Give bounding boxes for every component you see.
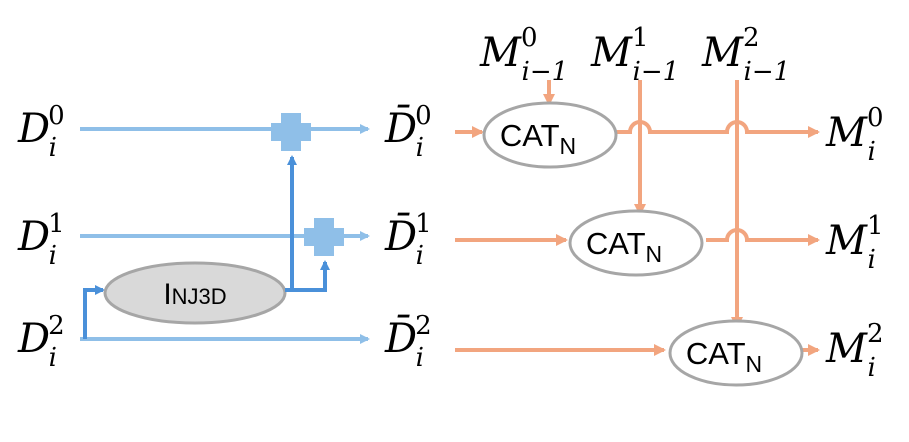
cat-node-1 <box>568 209 704 277</box>
cat-node-1-label: CATN <box>586 226 662 267</box>
d2-to-inject-arrow <box>83 285 105 339</box>
inject-node-label: INJ3D <box>163 278 226 311</box>
cat0-output-arrow <box>612 120 820 138</box>
cat-node-2-label: CATN <box>686 336 762 377</box>
plus-node-1 <box>304 218 344 256</box>
cat-node-0 <box>482 101 618 169</box>
plus-node-0 <box>271 113 311 151</box>
inject-node <box>103 261 287 325</box>
inject-to-plus0-arrow <box>285 155 297 292</box>
cat-node-2 <box>668 319 804 387</box>
cat-node-0-label: CATN <box>500 118 576 159</box>
inject-to-plus1-arrow <box>292 260 330 292</box>
cat1-output-arrow <box>706 228 820 246</box>
